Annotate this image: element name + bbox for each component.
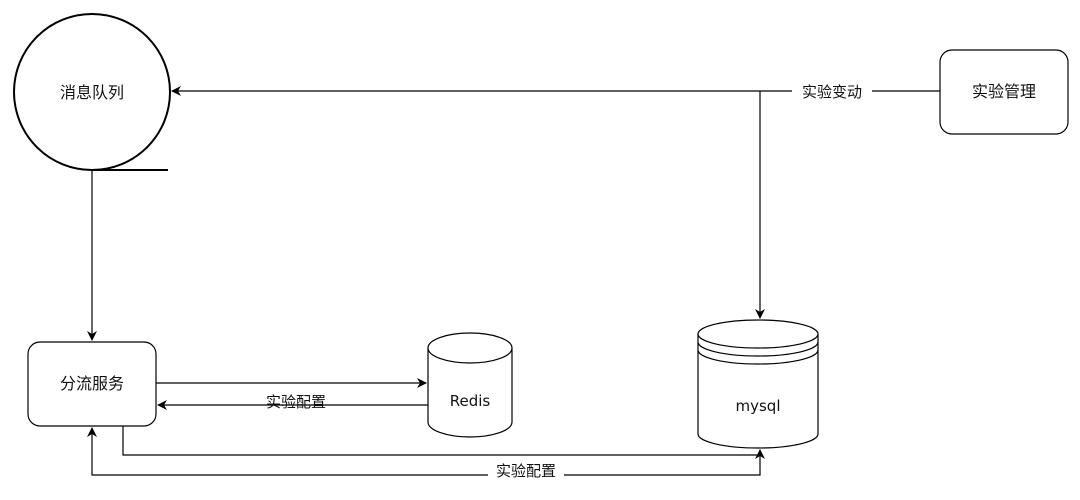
split-service-node: 分流服务 — [27, 341, 157, 427]
redis-label: Redis — [450, 392, 491, 410]
split-to-mysql-arrow — [122, 426, 765, 459]
experiment-change-label-bg — [792, 80, 872, 102]
experiment-management-box — [939, 49, 1069, 135]
queue-label: 消息队列 — [60, 83, 124, 102]
message-queue-node: 消息队列 — [13, 13, 171, 171]
mysql-ring-2 — [697, 349, 819, 365]
redis-cylinder-body — [427, 348, 513, 438]
mysql-ring-1 — [697, 341, 819, 357]
experiment-change-label: 实验变动 — [802, 83, 862, 101]
experiment-management-node: 实验管理 — [939, 49, 1069, 135]
mysql-label: mysql — [736, 397, 781, 415]
mysql-cylinder-body — [697, 334, 819, 449]
edge-redis-config: 实验配置 — [156, 378, 428, 411]
experiment-management-label: 实验管理 — [972, 82, 1036, 101]
mysql-node: mysql — [697, 319, 819, 449]
redis-node: Redis — [427, 332, 513, 438]
mysql-config-label: 实验配置 — [496, 462, 556, 480]
redis-config-label: 实验配置 — [266, 393, 326, 411]
split-service-box — [27, 341, 157, 427]
edge-experiment-change: 实验变动 — [171, 80, 940, 102]
redis-cylinder-top — [427, 332, 513, 364]
mysql-cylinder-top — [697, 319, 819, 349]
mysql-to-split-arrow — [87, 427, 761, 476]
mysql-config-label-bg — [488, 460, 564, 480]
edge-mysql-config: 实验配置 — [87, 426, 765, 480]
split-service-label: 分流服务 — [60, 374, 124, 393]
